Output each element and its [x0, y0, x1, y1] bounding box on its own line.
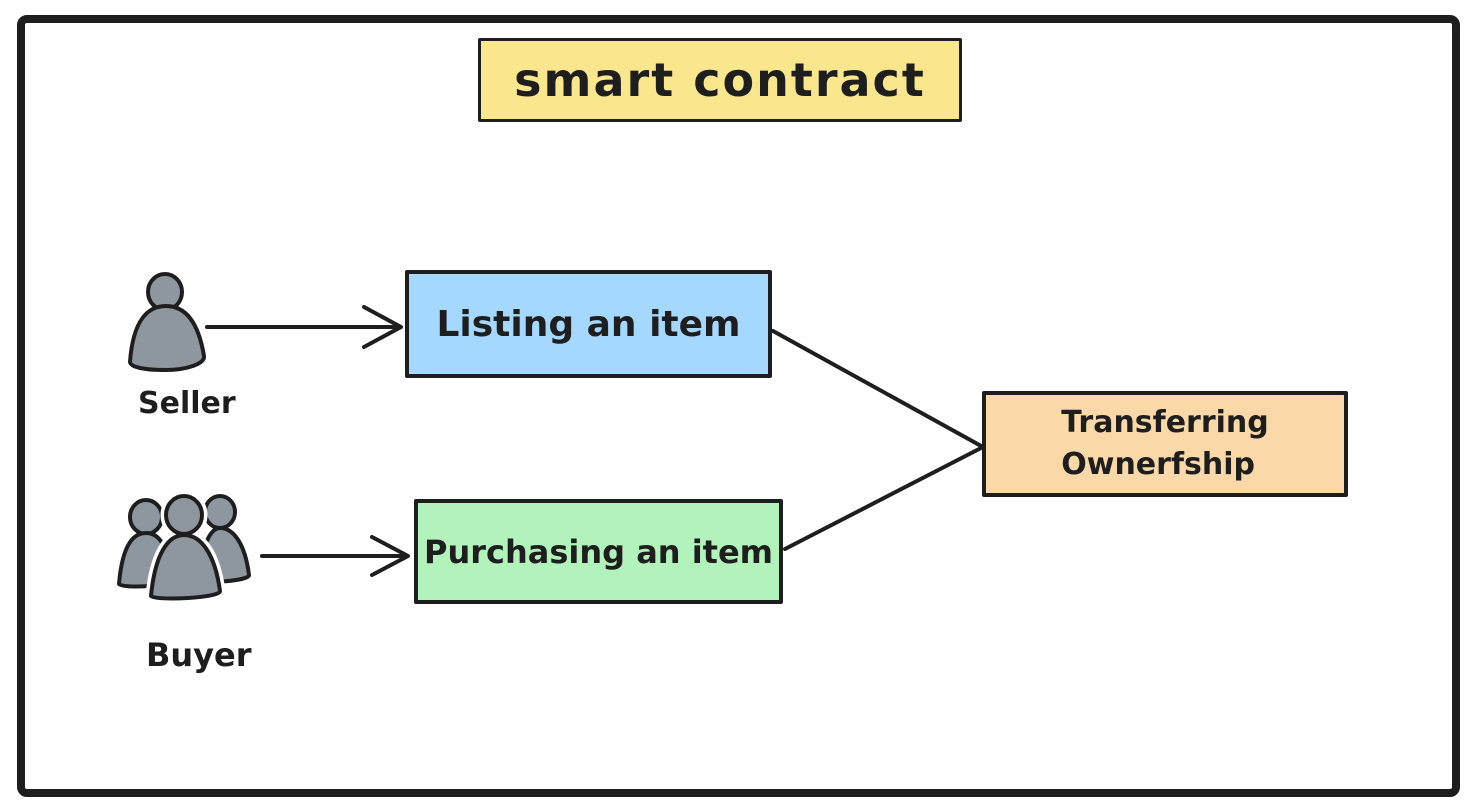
listing-label: Listing an item	[436, 303, 741, 345]
transferring-box: Transferring Ownerfship	[982, 391, 1348, 497]
transferring-label: Transferring Ownerfship	[1061, 405, 1269, 482]
line-purchasing-to-transferring	[783, 445, 985, 551]
person-icon	[128, 272, 206, 372]
buyer-label: Buyer	[146, 636, 252, 674]
outer-frame	[17, 15, 1460, 797]
purchasing-label: Purchasing an item	[423, 532, 774, 571]
line-listing-to-transferring	[771, 329, 985, 449]
purchasing-box: Purchasing an item	[414, 499, 783, 604]
seller-label: Seller	[138, 386, 236, 421]
arrow-buyer-to-purchasing	[260, 535, 410, 577]
arrow-seller-to-listing	[205, 305, 403, 349]
people-group-icon	[117, 490, 252, 604]
listing-box: Listing an item	[405, 270, 772, 378]
diagram-title: smart contract	[514, 53, 926, 107]
title-box: smart contract	[478, 38, 962, 122]
